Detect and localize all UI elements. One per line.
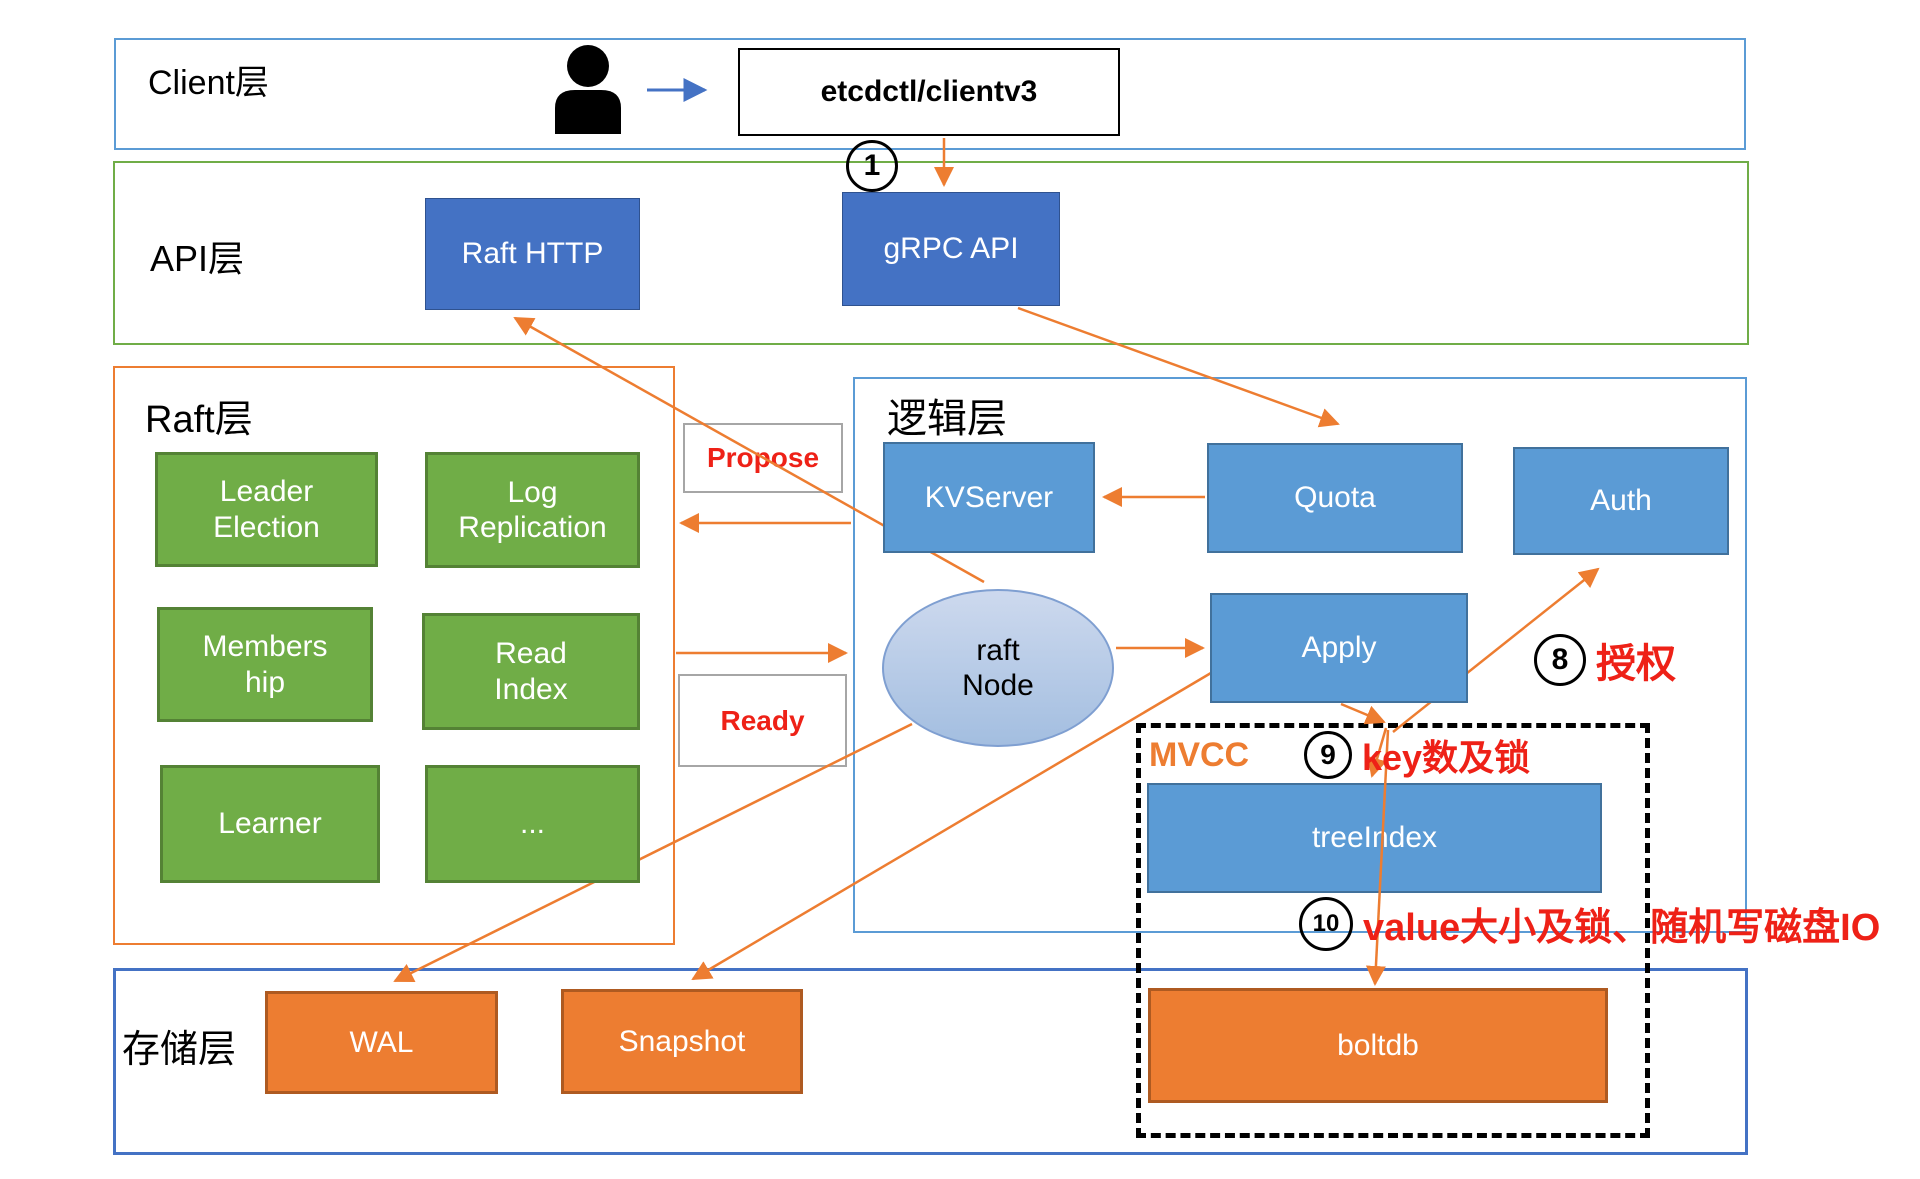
treeindex-node: treeIndex	[1147, 783, 1602, 893]
snapshot-label: Snapshot	[618, 1024, 746, 1058]
step-8-text: 授权	[1596, 642, 1676, 686]
leader-election-line2: Election	[213, 510, 320, 544]
treeindex-label: treeIndex	[1311, 821, 1438, 855]
auth-node: Auth	[1513, 447, 1729, 555]
mvcc-label: MVCC	[1149, 736, 1250, 774]
membership-node: Members hip	[157, 607, 373, 722]
user-icon	[555, 45, 621, 134]
mvcc-dashed-box	[1136, 723, 1650, 1138]
storage-layer-label: 存储层	[122, 1029, 237, 1071]
membership-line1: Members	[202, 630, 328, 664]
auth-label: Auth	[1590, 484, 1652, 518]
grpc-api-label: gRPC API	[883, 232, 1019, 266]
read-index-line2: Index	[494, 672, 568, 706]
log-replication-line1: Log	[507, 475, 558, 509]
etcdctl-label: etcdctl/clientv3	[820, 75, 1038, 109]
step-9-annotation: 9 key数及锁	[1304, 729, 1530, 781]
step-8-number: 8	[1534, 634, 1586, 686]
wal-node: WAL	[265, 991, 498, 1094]
step-1-marker: 1	[846, 140, 898, 192]
arrow-apply-to-snapshot	[691, 668, 1217, 981]
grpc-api-node: gRPC API	[842, 192, 1060, 306]
more-modules-node: ...	[425, 765, 640, 883]
arrow-to-auth	[1392, 567, 1600, 733]
client-layer-label: Client层	[148, 64, 269, 102]
raft-layer-label: Raft层	[145, 399, 253, 441]
leader-election-node: Leader Election	[155, 452, 378, 567]
arrow-apply-to-mvcc	[1340, 702, 1386, 725]
raft-node-ellipse: raft Node	[882, 589, 1114, 747]
read-index-node: Read Index	[422, 613, 640, 730]
more-modules-label: ...	[519, 807, 545, 841]
api-layer-frame	[113, 161, 1749, 345]
etcdctl-clientv3-node: etcdctl/clientv3	[738, 48, 1120, 136]
read-index-line1: Read	[495, 637, 567, 671]
arrow-raftnode-to-wal	[393, 722, 913, 983]
raft-node-line1: raft	[976, 633, 1020, 667]
raft-http-label: Raft HTTP	[461, 237, 604, 271]
ready-label-box: Ready	[678, 674, 847, 767]
learner-label: Learner	[218, 807, 322, 841]
storage-layer-frame	[113, 968, 1748, 1155]
apply-label: Apply	[1301, 631, 1377, 665]
arrow-grpc-to-quota	[1017, 306, 1340, 428]
arrow-to-treeindex	[1367, 727, 1388, 778]
arrow-to-boltdb	[1365, 729, 1390, 986]
quota-node: Quota	[1207, 443, 1463, 553]
client-layer-frame	[114, 38, 1746, 150]
step-9-text: key数及锁	[1362, 737, 1531, 778]
leader-election-line1: Leader	[219, 475, 314, 509]
boltdb-label: boltdb	[1337, 1028, 1419, 1062]
quota-label: Quota	[1294, 481, 1376, 515]
ready-label: Ready	[720, 704, 805, 736]
step-10-annotation: 10 value大小及锁、随机写磁盘IO	[1299, 896, 1880, 951]
log-replication-line2: Replication	[458, 511, 607, 544]
step-8-annotation: 8 授权	[1534, 631, 1676, 689]
snapshot-node: Snapshot	[561, 989, 803, 1094]
step-10-number: 10	[1299, 896, 1353, 951]
step-10-text: value大小及锁、随机写磁盘IO	[1363, 907, 1881, 949]
kvserver-node: KVServer	[883, 442, 1095, 553]
step-9-number: 9	[1304, 731, 1352, 779]
raft-node-line2: Node	[962, 669, 1034, 702]
membership-line2: hip	[244, 665, 286, 699]
learner-node: Learner	[160, 765, 380, 883]
kvserver-label: KVServer	[924, 480, 1054, 514]
step-1-number: 1	[846, 140, 898, 192]
raft-http-node: Raft HTTP	[425, 198, 640, 310]
log-replication-node: Log Replication	[425, 452, 640, 568]
logic-layer-label: 逻辑层	[887, 397, 1007, 441]
api-layer-label: API层	[150, 238, 245, 279]
raft-layer-frame	[113, 366, 675, 945]
boltdb-node: boltdb	[1148, 988, 1608, 1103]
wal-label: WAL	[349, 1025, 414, 1059]
apply-node: Apply	[1210, 593, 1468, 703]
